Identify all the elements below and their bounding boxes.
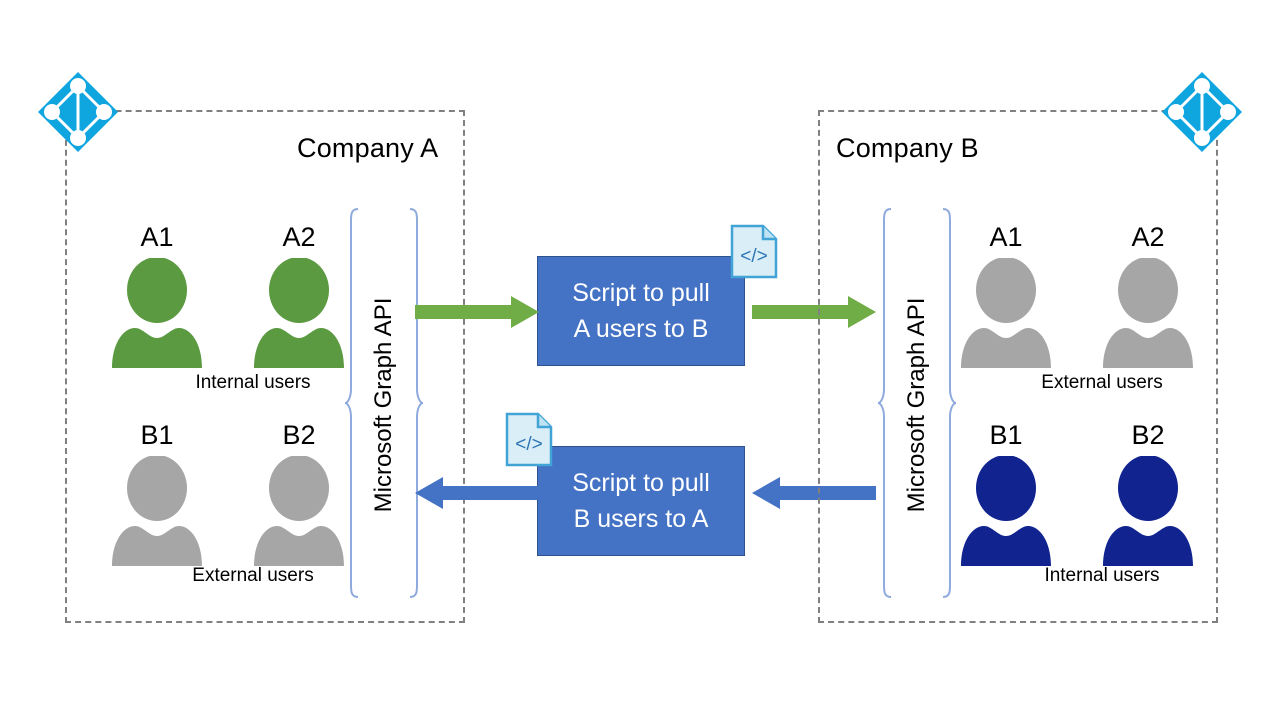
company-a-title: Company A xyxy=(297,133,439,163)
person-icon-a2-internal xyxy=(253,257,345,370)
company-a-container xyxy=(65,110,465,623)
person-label-a1-internal: A1 xyxy=(140,222,174,252)
person-icon-a1-internal xyxy=(111,257,203,370)
person-label-a2-external: A2 xyxy=(1131,222,1165,252)
caption-b-internal-users: Internal users xyxy=(1044,565,1160,586)
company-b-container xyxy=(818,110,1218,623)
company-b-title: Company B xyxy=(836,133,979,163)
arrow-b-graph-to-script xyxy=(752,477,876,514)
graph-api-label-b: Microsoft Graph API xyxy=(903,297,930,513)
graph-api-bracket-b: Microsoft Graph API xyxy=(878,207,956,599)
script-box-a-to-b[interactable]: Script to pull A users to B xyxy=(537,256,745,366)
person-icon-b1-external xyxy=(111,455,203,568)
arrow-a-graph-to-script xyxy=(415,296,539,333)
person-label-a2-internal: A2 xyxy=(282,222,316,252)
arrow-script-to-a-graph xyxy=(415,477,539,514)
script-a-to-b-line1: Script to pull xyxy=(572,279,710,307)
person-label-b2-internal: B2 xyxy=(1131,420,1165,450)
script-b-to-a-line1: Script to pull xyxy=(572,469,710,497)
azure-ad-icon xyxy=(36,70,120,154)
person-label-b1-external: B1 xyxy=(140,420,174,450)
arrow-script-to-b-graph xyxy=(752,296,876,333)
script-a-to-b-line2: A users to B xyxy=(573,315,709,343)
person-label-b1-internal: B1 xyxy=(989,420,1023,450)
code-file-icon: </> xyxy=(730,224,778,279)
script-b-to-a-line2: B users to A xyxy=(573,505,709,533)
caption-b-external-users: External users xyxy=(1041,372,1163,393)
code-file-glyph-top: </> xyxy=(740,246,767,267)
person-icon-b2-internal xyxy=(1102,455,1194,568)
person-icon-b2-external xyxy=(253,455,345,568)
graph-api-bracket-a: Microsoft Graph API xyxy=(345,207,423,599)
graph-api-label-a: Microsoft Graph API xyxy=(370,297,397,513)
caption-a-external-users: External users xyxy=(192,565,314,586)
person-icon-a1-external xyxy=(960,257,1052,370)
code-file-icon: </> xyxy=(505,412,553,467)
script-box-b-to-a[interactable]: Script to pull B users to A xyxy=(537,446,745,556)
code-file-glyph-bottom: </> xyxy=(515,434,542,455)
person-label-a1-external: A1 xyxy=(989,222,1023,252)
azure-ad-icon xyxy=(1160,70,1244,154)
caption-a-internal-users: Internal users xyxy=(195,372,311,393)
person-icon-b1-internal xyxy=(960,455,1052,568)
person-icon-a2-external xyxy=(1102,257,1194,370)
person-label-b2-external: B2 xyxy=(282,420,316,450)
